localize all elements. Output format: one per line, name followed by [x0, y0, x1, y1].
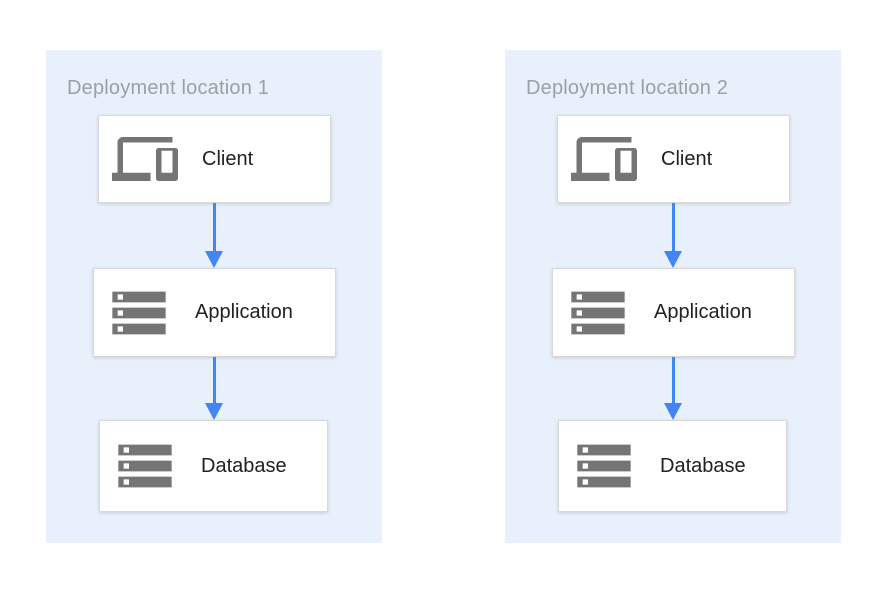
client-node: Client — [98, 115, 331, 203]
database-node: Database — [558, 420, 787, 512]
connector-arrow-application-to-database — [204, 357, 224, 420]
storage-icon — [572, 434, 636, 498]
storage-icon — [113, 434, 177, 498]
arrowhead-icon — [205, 403, 223, 420]
database-node: Database — [99, 420, 328, 512]
arrowhead-icon — [664, 403, 682, 420]
client-node: Client — [557, 115, 790, 203]
arrow-stem — [212, 357, 216, 403]
connector-arrow-application-to-database — [663, 357, 683, 420]
panel-title: Deployment location 1 — [67, 77, 270, 99]
deployment-location-2-panel: Deployment location 2 Client Application — [505, 50, 841, 543]
panel-title: Deployment location 2 — [526, 77, 729, 99]
node-label: Application — [195, 301, 293, 323]
arrowhead-icon — [664, 251, 682, 268]
node-label: Client — [202, 147, 254, 170]
storage-icon — [566, 281, 630, 345]
storage-icon — [107, 281, 171, 345]
node-label: Database — [201, 454, 287, 477]
arrow-stem — [212, 203, 216, 251]
node-label: Database — [660, 454, 746, 477]
arrow-stem — [671, 357, 675, 403]
application-node: Application — [93, 268, 336, 357]
node-label: Client — [661, 147, 713, 170]
arrow-stem — [671, 203, 675, 251]
devices-icon — [571, 126, 637, 192]
connector-arrow-client-to-application — [204, 203, 224, 268]
connector-arrow-client-to-application — [663, 203, 683, 268]
node-label: Application — [654, 301, 752, 323]
deployment-location-1-panel: Deployment location 1 Client Application — [46, 50, 382, 543]
devices-icon — [112, 126, 178, 192]
arrowhead-icon — [205, 251, 223, 268]
application-node: Application — [552, 268, 795, 357]
